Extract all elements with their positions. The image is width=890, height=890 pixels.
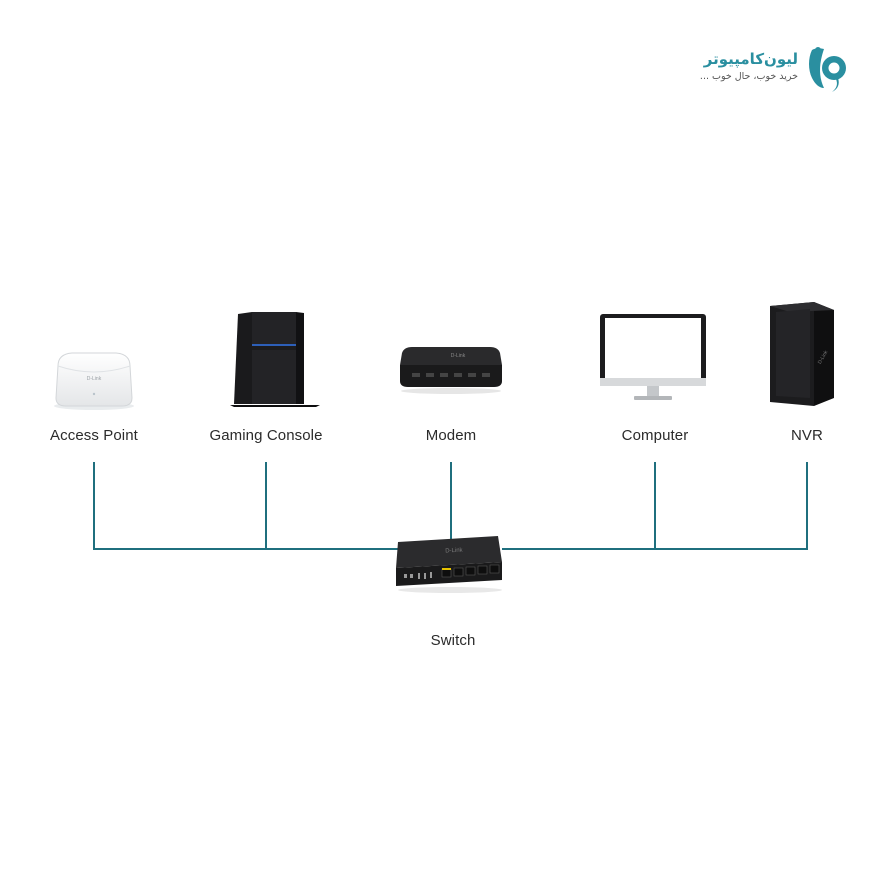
computer-icon — [600, 314, 706, 400]
nvr-icon: D-Link — [770, 302, 834, 406]
gaming-console-icon — [230, 312, 320, 407]
svg-text:D-Link: D-Link — [87, 376, 102, 382]
brand-logo: لیون‌کامپیوتر خرید خوب، حال خوب ... — [700, 44, 850, 94]
brand-name: لیون‌کامپیوتر — [703, 50, 798, 68]
label-modem: Modem — [425, 427, 477, 444]
label-gaming-console: Gaming Console — [209, 427, 323, 444]
switch-icon: D-Link — [396, 536, 502, 593]
label-nvr: NVR — [791, 427, 823, 444]
access-point-icon: D-Link — [54, 352, 134, 410]
svg-text:D-Link: D-Link — [451, 353, 466, 359]
label-access-point: Access Point — [50, 427, 138, 444]
modem-icon: D-Link — [400, 347, 502, 394]
svg-text:D-Link: D-Link — [445, 547, 464, 554]
label-computer: Computer — [621, 427, 689, 444]
brand-tagline: خرید خوب، حال خوب ... — [699, 71, 798, 82]
label-switch: Switch — [430, 632, 476, 649]
brand-mark-icon — [809, 47, 846, 92]
